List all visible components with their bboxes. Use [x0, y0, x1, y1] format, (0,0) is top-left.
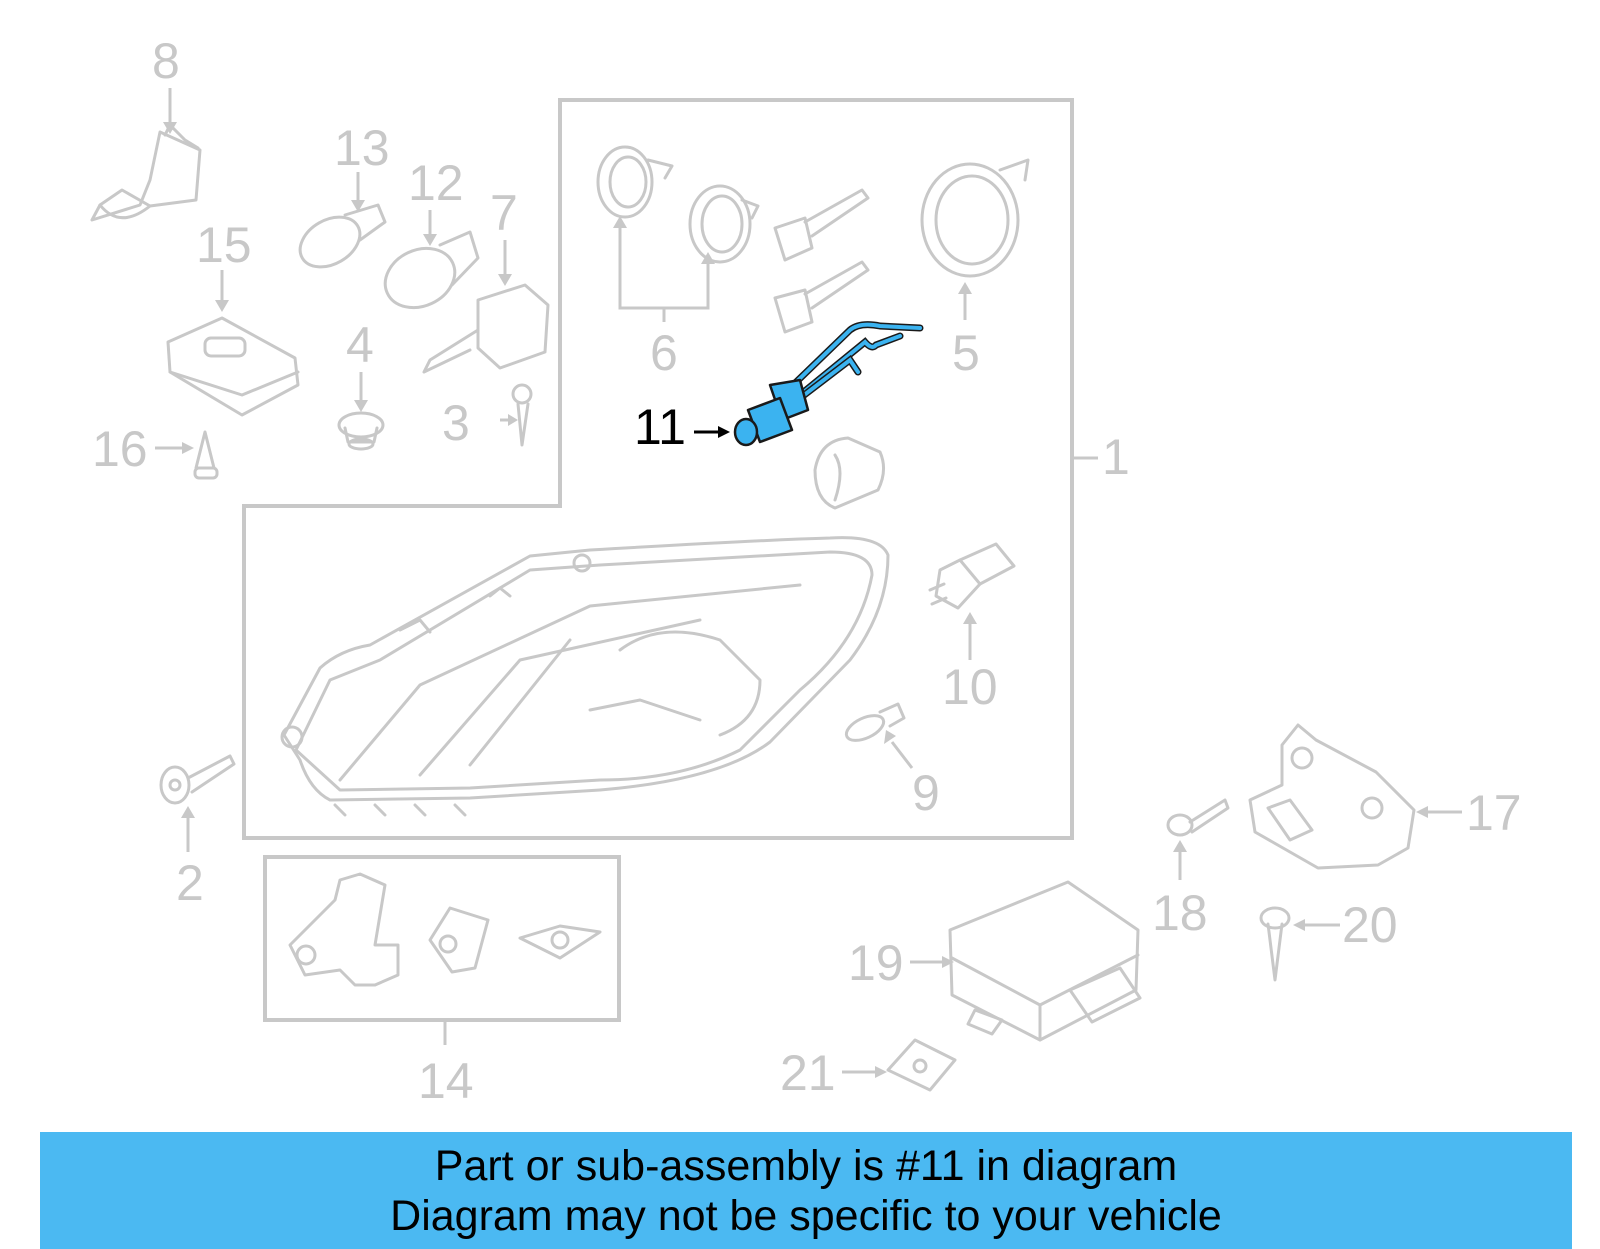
label-9: 9: [912, 765, 940, 821]
headlamp-housing-icon: [280, 536, 890, 817]
parts-diagram: 8 13 12 7 15 4 3: [90, 33, 1522, 1109]
label-16: 16: [92, 421, 148, 477]
bulb-12-icon: [383, 230, 480, 310]
bulb-socket-7-icon: [422, 283, 550, 374]
label-3: 3: [442, 395, 470, 451]
wedge-bulb-icon: [298, 203, 387, 269]
bracket-kit-box: [263, 855, 621, 1022]
label-14: 14: [418, 1053, 474, 1109]
screw-20-icon: [1259, 906, 1291, 982]
bulb-h7-icon: [90, 123, 202, 222]
headlamp-cap-5-icon: [920, 158, 1030, 278]
bulb-holder-icon: [813, 436, 885, 510]
socket-10-icon: [928, 542, 1016, 610]
label-1: 1: [1102, 429, 1130, 485]
banner-line-2: Diagram may not be specific to your vehi…: [390, 1191, 1222, 1240]
screw-18-icon: [1166, 798, 1230, 837]
headlamp-assembly-box: [242, 98, 1074, 840]
label-20: 20: [1342, 897, 1398, 953]
label-15: 15: [196, 217, 252, 273]
label-8: 8: [152, 33, 180, 89]
banner-line-1: Part or sub-assembly is #11 in diagram: [434, 1141, 1178, 1190]
label-13: 13: [334, 120, 390, 176]
label-21: 21: [780, 1045, 836, 1101]
label-19: 19: [848, 935, 904, 991]
label-6: 6: [650, 325, 678, 381]
clip-nut-21-icon: [886, 1038, 957, 1092]
ballast-module-15-icon: [166, 316, 300, 417]
label-12: 12: [408, 155, 464, 211]
bulb-socket-harness-11-icon: [733, 321, 924, 447]
info-banner: Part or sub-assembly is #11 in diagram D…: [40, 1132, 1572, 1249]
label-10: 10: [942, 659, 998, 715]
label-17: 17: [1466, 785, 1522, 841]
small-bulb-9-icon: [844, 702, 906, 742]
clip-16-icon: [193, 430, 219, 480]
label-2: 2: [176, 855, 204, 911]
mounting-bracket-17-icon: [1248, 723, 1416, 870]
label-18: 18: [1152, 885, 1208, 941]
control-module-19-icon: [948, 880, 1142, 1042]
seal-rings-6-icon: [596, 145, 760, 264]
label-5: 5: [952, 325, 980, 381]
label-4: 4: [346, 317, 374, 373]
label-7: 7: [490, 185, 518, 241]
grommet-4-icon: [337, 411, 385, 451]
screw-3-icon: [511, 383, 533, 447]
screw-2-icon: [159, 754, 236, 805]
connector-plugs-icon: [773, 188, 870, 334]
label-11: 11: [634, 399, 686, 455]
repair-brackets-14-icon: [288, 872, 602, 987]
